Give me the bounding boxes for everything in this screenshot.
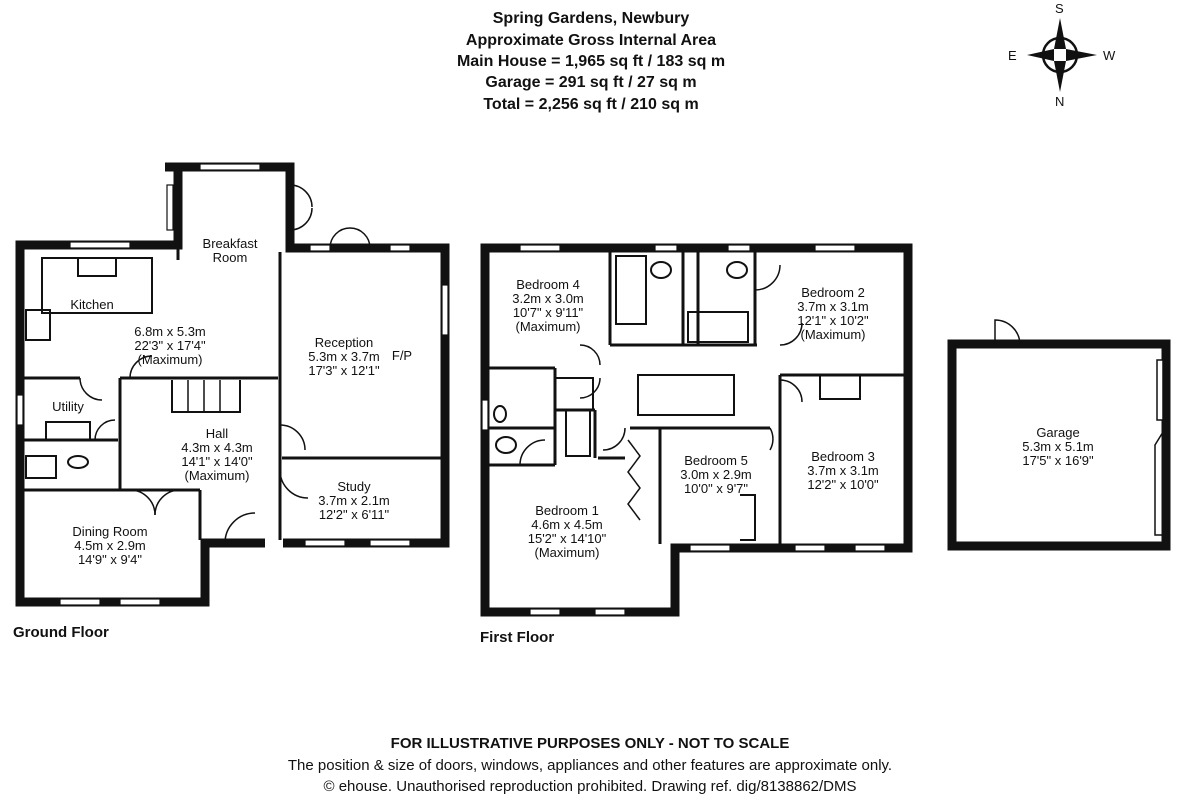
breakfast-room-note: (Maximum): [138, 352, 203, 367]
breakfast-room-name2: Room: [213, 250, 248, 265]
bedroom3-name: Bedroom 3: [811, 449, 875, 464]
ground-floor-label: Ground Floor: [13, 624, 109, 641]
bedroom3-metric: 3.7m x 3.1m: [807, 463, 879, 478]
bedroom2-imperial: 12'1" x 10'2": [797, 313, 869, 328]
bedroom1-name: Bedroom 1: [535, 503, 599, 518]
reception-fireplace: F/P: [392, 348, 412, 363]
main-house-area: Main House = 1,965 sq ft / 183 sq m: [456, 53, 726, 70]
bedroom4-metric: 3.2m x 3.0m: [512, 291, 584, 306]
ground-floor-doors: [79, 184, 371, 544]
compass-right-label: W: [1103, 48, 1116, 63]
garage-area: Garage = 291 sq ft / 27 sq m: [485, 74, 697, 91]
disclaimer-title: FOR ILLUSTRATIVE PURPOSES ONLY - NOT TO …: [390, 735, 790, 752]
plan-subtitle: Approximate Gross Internal Area: [465, 32, 717, 49]
ground-floor-room-labels: Breakfast Room Kitchen 6.8m x 5.3m 22'3"…: [52, 236, 412, 567]
garage-imperial: 17'5" x 16'9": [1022, 453, 1094, 468]
breakfast-room-name: Breakfast: [203, 236, 258, 251]
reception-imperial: 17'3" x 12'1": [308, 363, 380, 378]
disclaimer-text: The position & size of doors, windows, a…: [287, 757, 893, 774]
bedroom5-imperial: 10'0" x 9'7": [684, 481, 748, 496]
ground-floor-inner-walls: [24, 245, 442, 540]
total-area: Total = 2,256 sq ft / 210 sq m: [483, 96, 699, 113]
bedroom2-name: Bedroom 2: [801, 285, 865, 300]
bedroom5-name: Bedroom 5: [684, 453, 748, 468]
compass-left-label: E: [1008, 48, 1017, 63]
study-name: Study: [337, 479, 371, 494]
compass-top-label: S: [1055, 1, 1064, 16]
compass-icon: S E W N: [1008, 1, 1116, 109]
first-floor-room-labels: Bedroom 4 3.2m x 3.0m 10'7" x 9'11" (Max…: [512, 277, 879, 560]
bedroom2-metric: 3.7m x 3.1m: [797, 299, 869, 314]
bedroom1-imperial: 15'2" x 14'10": [528, 531, 607, 546]
first-floor-label: First Floor: [480, 629, 555, 646]
kitchen-name: Kitchen: [70, 297, 113, 312]
breakfast-room-imperial: 22'3" x 17'4": [134, 338, 206, 353]
bedroom1-metric: 4.6m x 4.5m: [531, 517, 603, 532]
bedroom3-imperial: 12'2" x 10'0": [807, 477, 879, 492]
hall-metric: 4.3m x 4.3m: [181, 440, 253, 455]
garage-metric: 5.3m x 5.1m: [1022, 439, 1094, 454]
bedroom4-note: (Maximum): [516, 319, 581, 334]
copyright-text: © ehouse. Unauthorised reproduction proh…: [323, 778, 857, 795]
utility-name: Utility: [52, 399, 84, 414]
garage-walls: [947, 339, 1171, 551]
bedroom4-imperial: 10'7" x 9'11": [513, 305, 584, 320]
reception-name: Reception: [315, 335, 374, 350]
hall-name: Hall: [206, 426, 229, 441]
hall-note: (Maximum): [185, 468, 250, 483]
hall-imperial: 14'1" x 14'0": [181, 454, 253, 469]
bedroom5-metric: 3.0m x 2.9m: [680, 467, 752, 482]
dining-room-imperial: 14'9" x 9'4": [78, 552, 142, 567]
study-metric: 3.7m x 2.1m: [318, 493, 390, 508]
first-floor-windows: [481, 244, 886, 616]
bedroom2-note: (Maximum): [801, 327, 866, 342]
garage-name: Garage: [1036, 425, 1079, 440]
dining-room-metric: 4.5m x 2.9m: [74, 538, 146, 553]
reception-metric: 5.3m x 3.7m: [308, 349, 380, 364]
dining-room-name: Dining Room: [72, 524, 147, 539]
ground-floor-windows: [16, 163, 449, 606]
study-imperial: 12'2" x 6'11": [319, 507, 390, 522]
first-floor-inner-walls: [489, 252, 905, 545]
garage-labels: Garage 5.3m x 5.1m 17'5" x 16'9": [1022, 425, 1094, 468]
bedroom4-name: Bedroom 4: [516, 277, 580, 292]
first-floor-walls: [480, 243, 913, 617]
first-floor-doors: [519, 264, 803, 466]
breakfast-room-metric: 6.8m x 5.3m: [134, 324, 206, 339]
plan-title: Spring Gardens, Newbury: [492, 10, 690, 27]
garage-features: [994, 319, 1164, 536]
compass-bottom-label: N: [1055, 94, 1064, 109]
bedroom1-note: (Maximum): [535, 545, 600, 560]
